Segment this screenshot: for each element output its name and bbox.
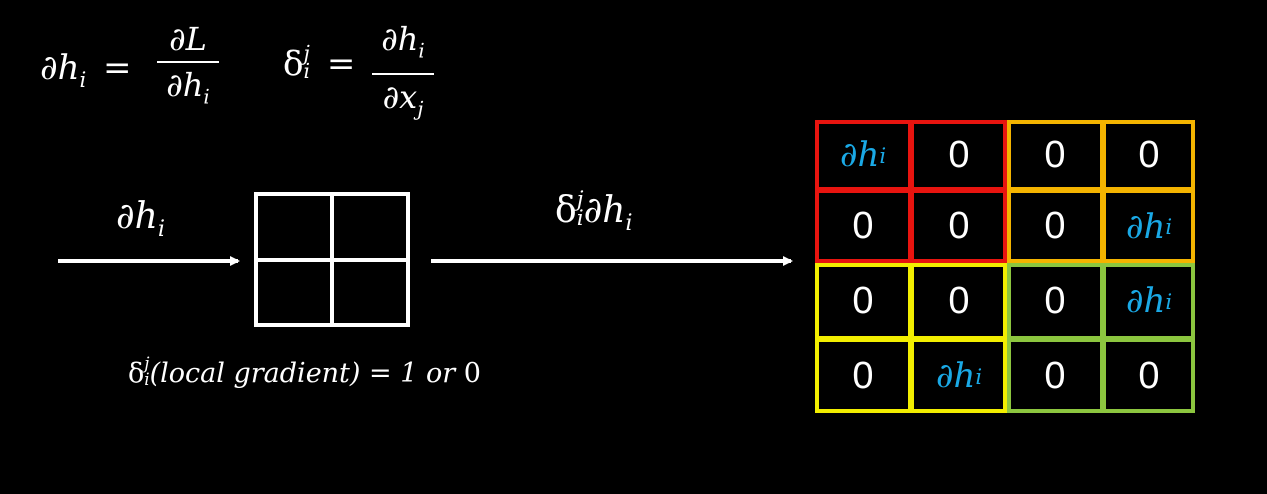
quadrant-outline-top-left — [815, 120, 1007, 263]
dh-numerator: ∂L — [169, 20, 207, 58]
matrix-cell-value: 0 — [948, 133, 970, 176]
dh-equals: = — [103, 48, 132, 88]
delta-equals: = — [326, 44, 356, 84]
dh-denominator: ∂hi — [166, 66, 210, 109]
matrix-cell-value: 0 — [948, 205, 970, 247]
quadrant-outline-bottom-right — [1007, 263, 1195, 413]
matrix-cell-value: 0 — [852, 205, 874, 247]
matrix-cell-value: ∂h — [1125, 206, 1166, 247]
matrix-cell-value: 0 — [1044, 133, 1066, 176]
matrix-cell-value: 0 — [852, 279, 874, 322]
delta-lhs-sup: j — [303, 40, 310, 65]
matrix-cell-subscript: i — [975, 363, 983, 389]
delta-lhs-sub: i — [303, 59, 311, 83]
delta-definition-fraction: ∂hi ∂xj — [372, 20, 434, 129]
delta-numerator: ∂hi — [381, 20, 425, 63]
delta-lhs-symbol: δ — [283, 44, 304, 84]
delta-denominator: ∂xj — [382, 78, 424, 121]
matrix-cell-value: ∂h — [839, 135, 880, 175]
matrix-cell-subscript: i — [1165, 288, 1173, 314]
matrix-cell-value: 0 — [1044, 354, 1066, 397]
dh-definition-fraction: ∂L ∂hi — [157, 20, 219, 116]
quadrant-outline-top-right — [1007, 120, 1195, 263]
dh-lhs-symbol: ∂h — [40, 48, 80, 88]
incoming-gradient-label: ∂hi — [116, 196, 165, 243]
matrix-cell-value: 0 — [852, 354, 874, 397]
matrix-cell-subscript: i — [1165, 214, 1173, 239]
dh-fraction-bar — [157, 61, 219, 63]
matrix-cell-value: ∂h — [935, 356, 976, 396]
matrix-cell-value: 0 — [1044, 279, 1066, 322]
matrix-cell-value: 0 — [1138, 133, 1160, 176]
quadrant-outline-bottom-left — [815, 263, 1007, 413]
matrix-cell-subscript: i — [879, 142, 887, 168]
matrix-cell-value: ∂h — [1125, 281, 1166, 321]
matrix-cell-value: 0 — [948, 279, 970, 322]
matrix-cell-value: 0 — [1138, 354, 1160, 397]
dh-lhs-subscript: i — [79, 66, 87, 92]
delta-fraction-bar — [372, 73, 434, 76]
pooling-window-grid — [254, 192, 410, 327]
matrix-cell-value: 0 — [1044, 205, 1066, 247]
dh-definition-lhs: ∂hi = — [40, 48, 132, 92]
